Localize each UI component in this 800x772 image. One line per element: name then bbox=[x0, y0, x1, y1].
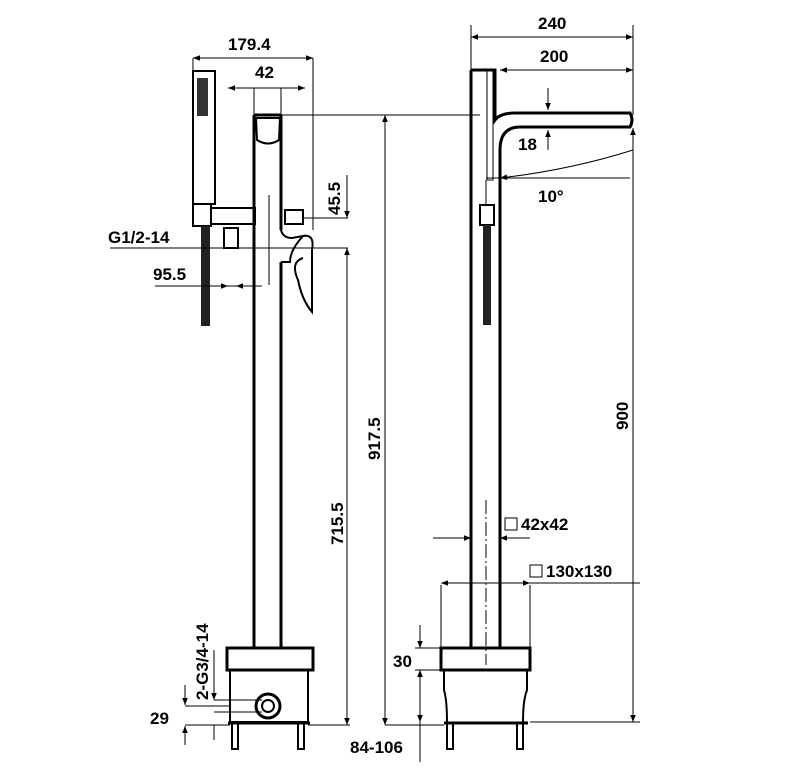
base-box-front bbox=[225, 646, 315, 750]
dim-inlet-thread: 2-G3/4-14 bbox=[193, 623, 212, 700]
faucet-column-side bbox=[469, 68, 634, 665]
base-box-side bbox=[439, 585, 532, 750]
dim-lever-height: 715.5 bbox=[328, 502, 347, 545]
dim-total-width: 179.4 bbox=[228, 35, 271, 54]
dim-base-section: 130x130 bbox=[546, 562, 612, 581]
dim-spout-height: 900 bbox=[613, 402, 632, 430]
front-view: 179.4 42 45.5 715.5 G1/2-14 95.5 917.5 2… bbox=[108, 35, 480, 750]
dim-spout-reach: 200 bbox=[540, 47, 568, 66]
dim-spout-angle: 10° bbox=[538, 187, 564, 206]
dim-base-cover-height: 30 bbox=[393, 652, 412, 671]
hand-shower bbox=[192, 70, 216, 326]
dim-column-width: 42 bbox=[255, 63, 274, 82]
dim-inlet-height: 29 bbox=[150, 709, 169, 728]
dim-column-section: 42x42 bbox=[521, 515, 568, 534]
square-section-icon bbox=[529, 564, 543, 578]
dim-thread-hand-shower: G1/2-14 bbox=[108, 228, 170, 247]
side-view: 240 200 18 10° 900 42x42 130x130 30 84-1… bbox=[350, 14, 640, 762]
dim-total-height: 917.5 bbox=[365, 417, 384, 460]
dim-hand-shower-offset: 95.5 bbox=[153, 265, 186, 284]
dim-total-depth: 240 bbox=[538, 14, 566, 33]
square-section-icon bbox=[504, 517, 518, 531]
faucet-column-front bbox=[210, 113, 314, 648]
dim-lever-offset: 45.5 bbox=[325, 182, 344, 215]
dim-spout-thickness: 18 bbox=[518, 135, 537, 154]
dim-install-depth: 84-106 bbox=[350, 738, 403, 757]
